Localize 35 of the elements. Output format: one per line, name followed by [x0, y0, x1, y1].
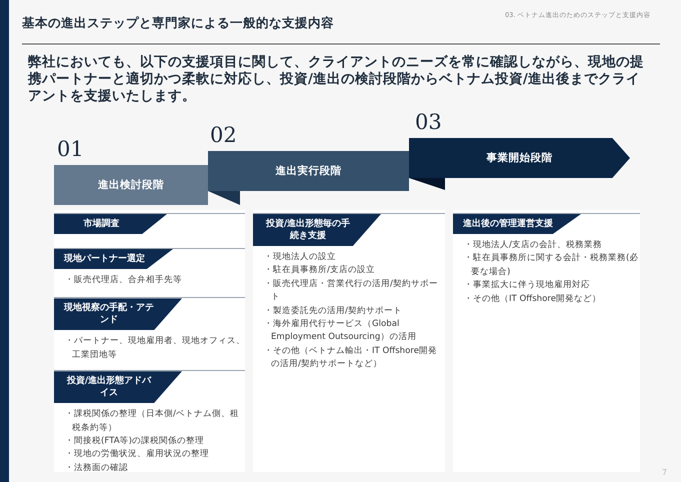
intro-paragraph: 弊社においても、以下の支援項目に関して、クライアントのニーズを常に確認しながら、現地の提携パートナーと適切かつ柔軟に対応し、投資/進出の検討段階からベトナム投資/進出後までクライアントを支援いたします。: [28, 54, 645, 105]
bullet-item: ・駐在員事務所に関する会計・税務業務(必要な場合): [463, 252, 640, 279]
bullet-item: ・課税関係の整理（日本側/ベトナム側、租税条約等）: [64, 408, 240, 435]
step-banner: 進出実行段階: [208, 151, 409, 191]
bullet-item: ・パートナー、現地雇用者、現地オフィス、工業団地等: [64, 335, 245, 362]
bullet-item: ・事業拡大に伴う現地雇用対応: [463, 279, 591, 292]
bullet-item: ・駐在員事務所/支店の設立: [263, 264, 376, 278]
bullet-item: ・販売代理店、合弁相手先等: [64, 274, 183, 287]
step-number: 02: [210, 123, 237, 147]
panel: [453, 210, 640, 472]
panel: [253, 210, 445, 472]
bullet-item: ・販売代理店・営業代行の活用/契約サポート: [263, 278, 439, 304]
bullet-item: ・法務面の確認: [64, 462, 129, 475]
page-number: 7: [662, 468, 668, 477]
section-tag: 投資/進出形態アドバイス: [54, 371, 182, 404]
section-tag: 進出後の管理運営支援: [453, 214, 581, 234]
bullet-item: ・間接税(FTA等)の課税関係の整理: [64, 435, 205, 448]
bullet-item: ・その他（ベトナム輸出・IT Offshore開発の活用/契約サポートなど）: [263, 344, 438, 372]
panel: [54, 210, 245, 472]
page-title: 基本の進出ステップと専門家による一般的な支援内容: [22, 15, 334, 32]
bullet-item: ・現地法人/支店の会計、税務業務: [463, 239, 603, 252]
bullet-item: ・その他（IT Offshore開発など）: [463, 292, 602, 306]
support-section: [54, 213, 245, 234]
bullet-item: ・海外雇用代行サービス（Global Employment Outsourcing）の活用: [263, 318, 418, 344]
bullet-item: ・現地法人の設立: [263, 251, 337, 264]
step-number: 01: [57, 137, 84, 161]
section-tag: 市場調査: [54, 214, 167, 234]
step-number: 03: [415, 110, 442, 134]
section-tag: 現地視察の手配・アテンド: [54, 298, 182, 330]
bullet-item: ・現地の労働状況、雇用状況の整理: [64, 448, 210, 462]
bullet-item: ・製造委託先の活用/契約サポート: [263, 304, 403, 318]
step-banner: 進出検討段階: [54, 165, 208, 205]
section-tag: 現地パートナー選定: [54, 249, 173, 269]
section-tag: 投資/進出形態毎の手続き支援: [253, 214, 381, 246]
step-banner: 事業開始段階: [409, 138, 630, 178]
